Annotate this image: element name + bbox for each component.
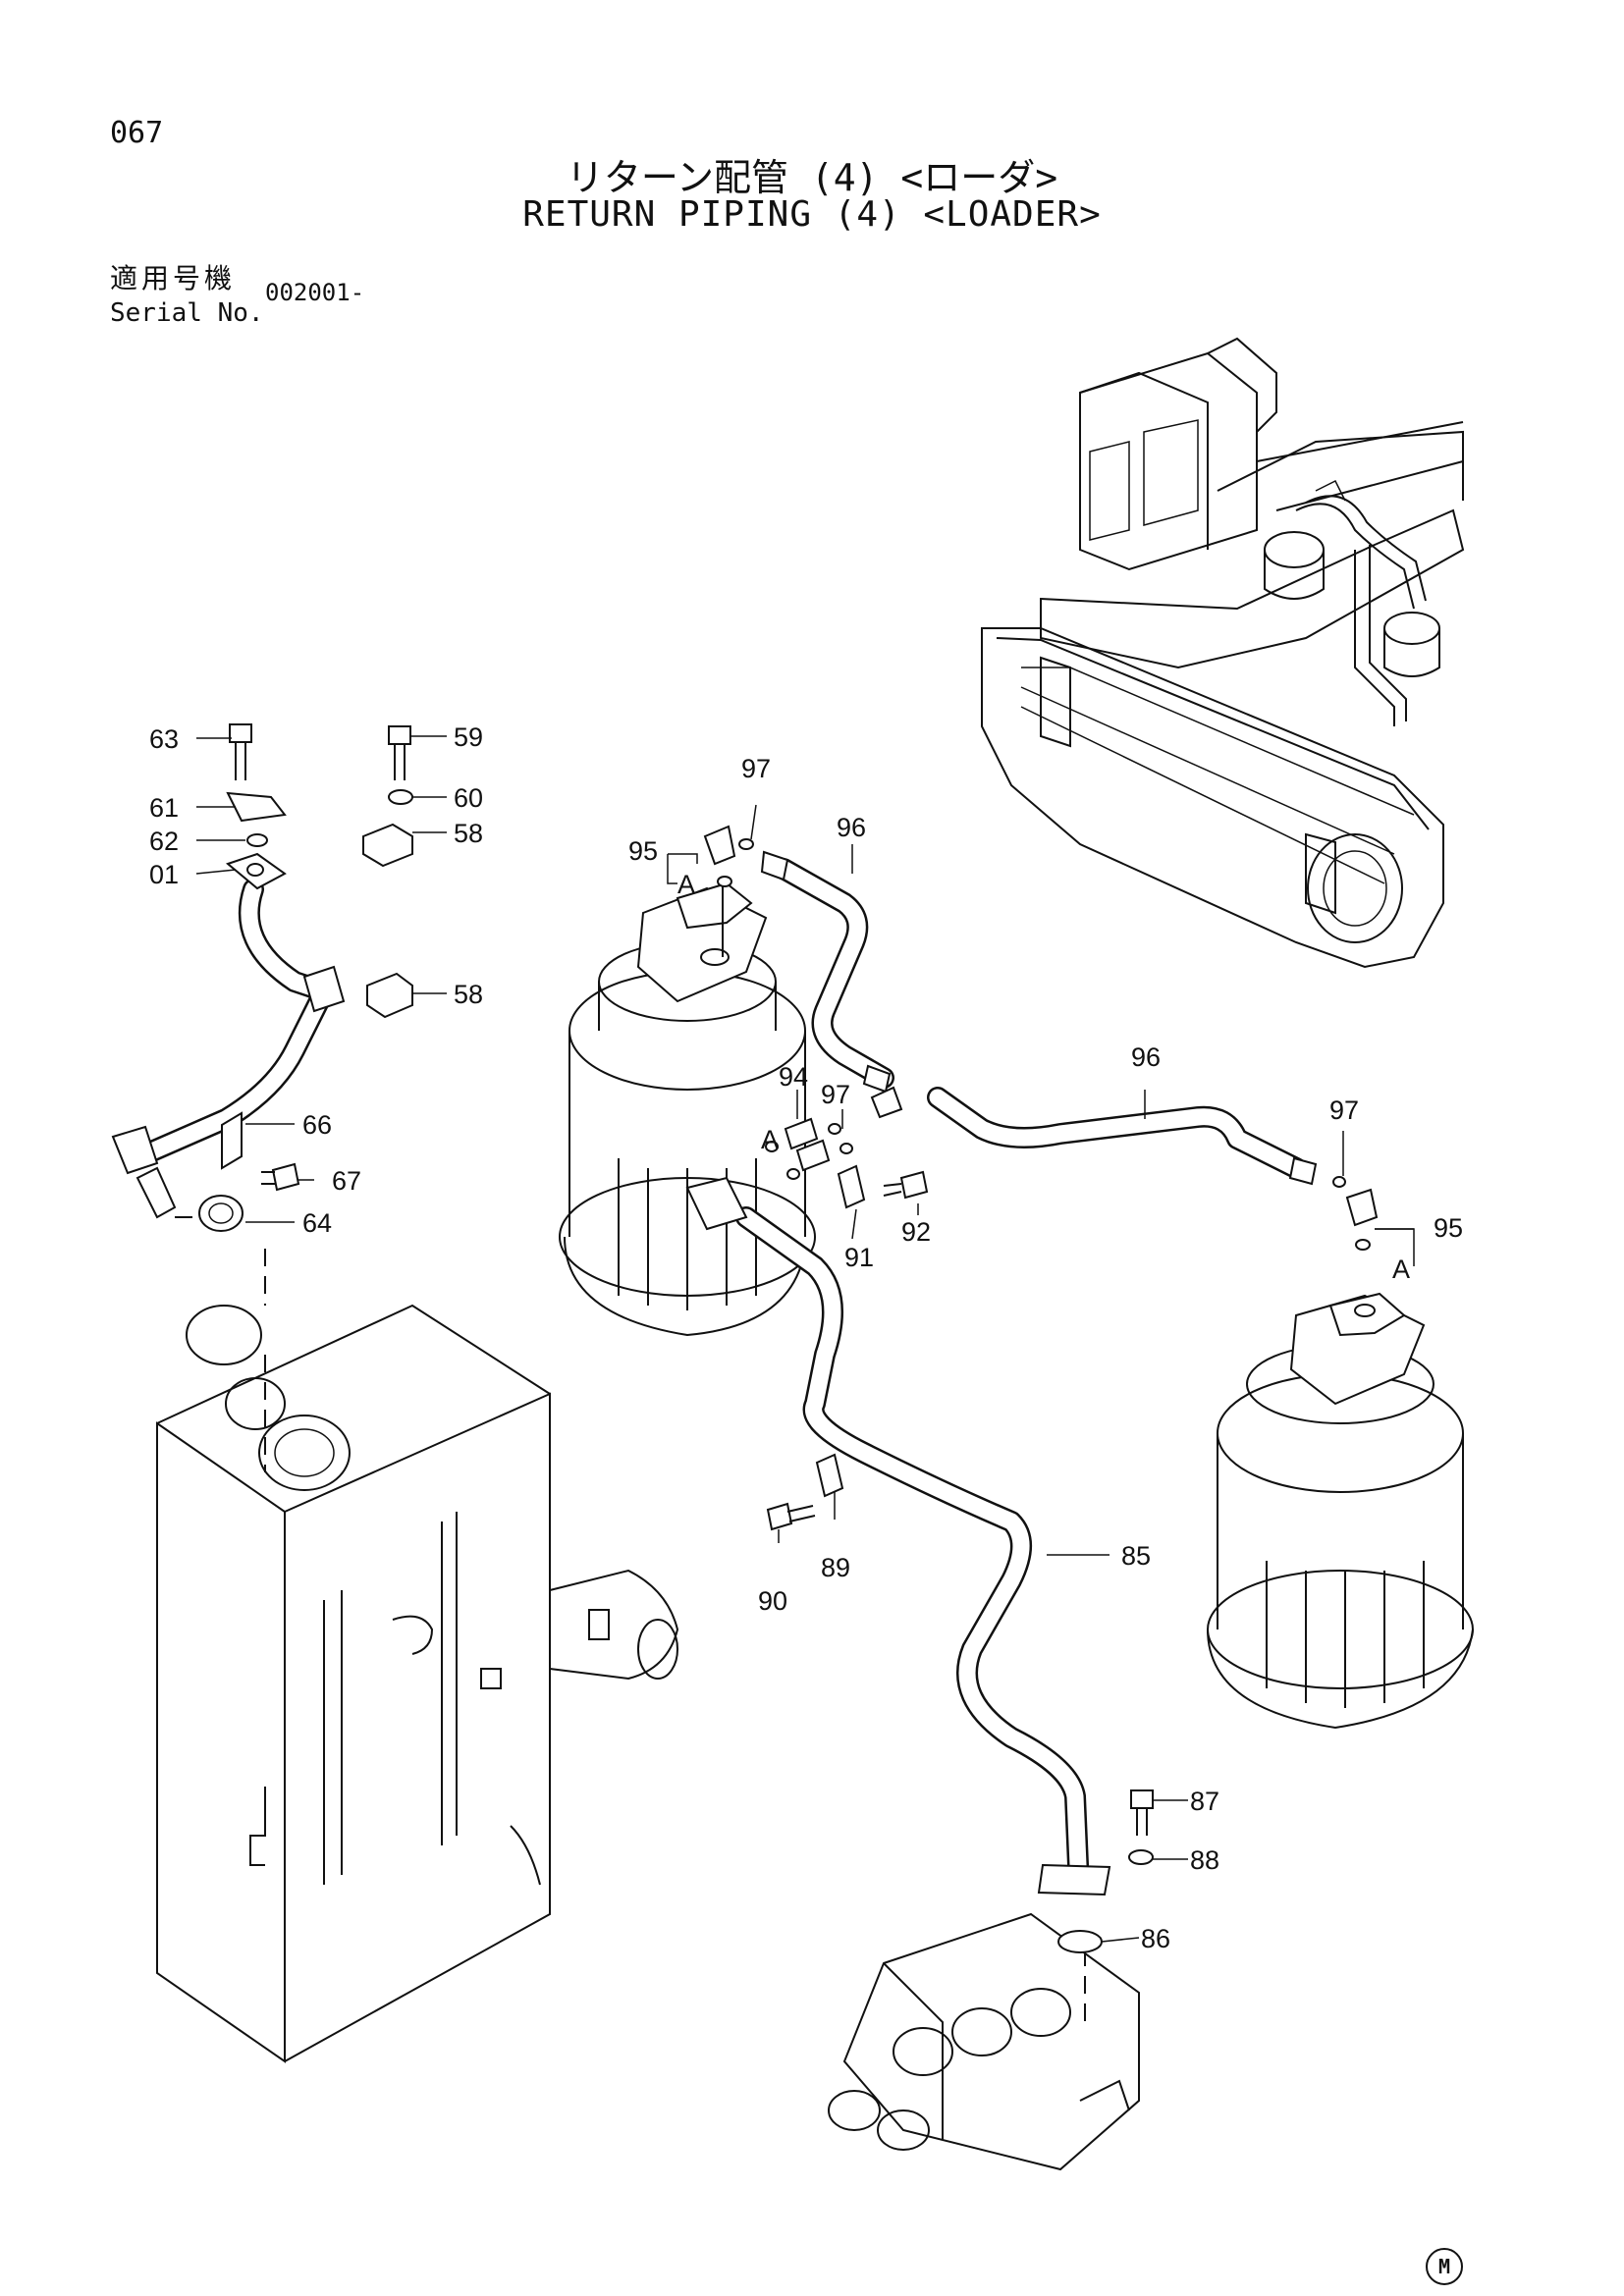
callout-59: 59	[454, 722, 483, 752]
callout-86: 86	[1141, 1924, 1170, 1953]
callout-64: 64	[302, 1208, 332, 1238]
pipe-96-upper	[760, 850, 894, 1094]
callout-92: 92	[901, 1217, 931, 1247]
callout-63: 63	[149, 724, 179, 754]
leader-lines	[195, 735, 1415, 1943]
callout-a-right: A	[1392, 1255, 1410, 1284]
page-title-english: RETURN PIPING (4) <LOADER>	[522, 194, 1102, 235]
swing-motor-right	[1207, 1292, 1474, 1730]
callout-a-top: A	[677, 870, 695, 899]
control-valve	[828, 1912, 1140, 2171]
callout-96-right: 96	[1131, 1042, 1161, 1072]
pipe-96-lower	[927, 1087, 1318, 1186]
excavator-overview-illustration	[981, 337, 1465, 969]
callout-90: 90	[758, 1586, 787, 1616]
left-small-parts	[198, 723, 413, 1472]
callout-a-mid: A	[761, 1125, 779, 1154]
serial-number: 002001-	[265, 279, 365, 306]
callout-88: 88	[1190, 1845, 1219, 1875]
callout-58-upper: 58	[454, 819, 483, 848]
callout-labels: 63 59 61 60 62 58 01 58 66 67 64 97 96 9…	[149, 722, 1463, 1953]
hydraulic-tank-illustration	[156, 1304, 679, 2063]
page-number: 067	[110, 116, 164, 150]
serial-label-japanese: 適用号機	[110, 262, 237, 294]
callout-97-mid: 97	[821, 1080, 850, 1109]
callout-87: 87	[1190, 1787, 1219, 1816]
callout-62: 62	[149, 827, 179, 856]
callout-96-top: 96	[837, 813, 866, 842]
callout-67: 67	[332, 1166, 361, 1196]
callout-60: 60	[454, 783, 483, 813]
pipe-85	[685, 1176, 1111, 1953]
serial-label-english: Serial No.	[110, 298, 264, 328]
page-title-japanese: リターン配管 (4) <ローダ>	[566, 156, 1058, 199]
manufacturer-mark: M	[1426, 2248, 1463, 2285]
swing-motor-center	[559, 881, 816, 1337]
callout-66: 66	[302, 1110, 332, 1140]
callout-94: 94	[779, 1062, 808, 1092]
callout-85: 85	[1121, 1541, 1151, 1571]
callout-97-top: 97	[741, 754, 771, 783]
callout-95-right: 95	[1434, 1213, 1463, 1243]
callout-97-right: 97	[1329, 1095, 1359, 1125]
callout-61: 61	[149, 793, 179, 823]
callout-01: 01	[149, 860, 179, 889]
callout-91: 91	[844, 1243, 874, 1272]
callout-58-lower: 58	[454, 980, 483, 1009]
return-pipe-01	[111, 852, 346, 1219]
callout-89: 89	[821, 1553, 850, 1582]
callout-95-top: 95	[628, 836, 658, 866]
center-fittings	[703, 825, 1379, 1865]
